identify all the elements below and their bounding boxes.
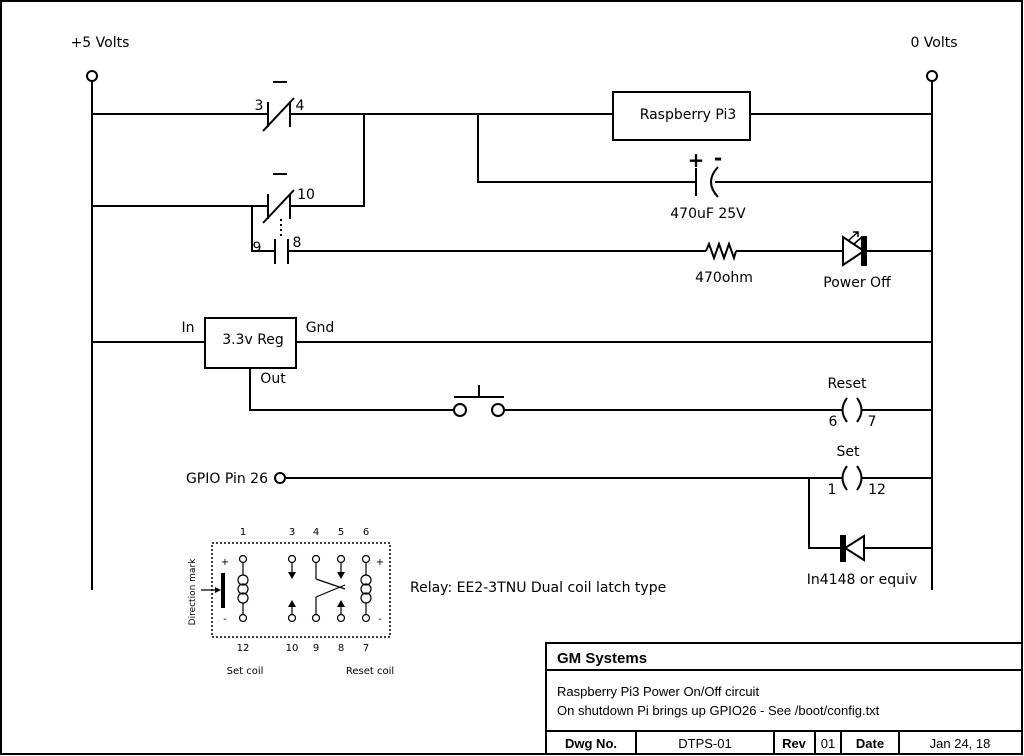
company-name: GM Systems bbox=[557, 650, 647, 667]
relay-pin-9: 9 bbox=[313, 643, 319, 654]
reset-pushbutton bbox=[453, 385, 505, 417]
gpio-label: GPIO Pin 26 bbox=[186, 471, 268, 487]
gpio-terminal: GPIO Pin 26 bbox=[186, 471, 286, 487]
drawing-number-label: Dwg No. bbox=[565, 736, 617, 751]
set-coil-label: Set bbox=[837, 444, 861, 460]
drawing-number-value: DTPS-01 bbox=[678, 736, 731, 751]
description-line-1: Raspberry Pi3 Power On/Off circuit bbox=[557, 684, 759, 699]
resistor-label: 470ohm bbox=[695, 270, 753, 286]
reset-coil-pin-7: 7 bbox=[868, 414, 877, 430]
set-coil-pin-12: 12 bbox=[868, 482, 886, 498]
led: Power Off bbox=[823, 231, 891, 291]
contact-9-10-8: 10 9 8 bbox=[253, 173, 315, 264]
resistor: 470ohm bbox=[695, 241, 753, 286]
regulator-gnd-label: Gnd bbox=[306, 320, 335, 336]
regulator: 3.3v Reg In Gnd Out bbox=[181, 317, 335, 387]
date-label: Date bbox=[856, 736, 884, 751]
relay-minus-left: - bbox=[223, 614, 227, 625]
relay-pin-4: 4 bbox=[313, 527, 319, 538]
revision-label: Rev bbox=[782, 736, 807, 751]
capacitor-minus: - bbox=[714, 146, 722, 170]
description-line-2: On shutdown Pi brings up GPIO26 - See /b… bbox=[557, 703, 880, 718]
regulator-in-label: In bbox=[181, 320, 194, 336]
contact-4-label: 4 bbox=[296, 98, 305, 114]
contact-8-label: 8 bbox=[293, 235, 302, 251]
relay-plus-right: + bbox=[376, 557, 384, 568]
relay-direction-mark: Direction mark bbox=[188, 558, 198, 626]
regulator-out-label: Out bbox=[260, 371, 286, 387]
positive-rail bbox=[86, 70, 98, 590]
led-label: Power Off bbox=[823, 275, 891, 291]
positive-rail-label: +5 Volts bbox=[71, 35, 130, 51]
raspberry-pi-label: Raspberry Pi3 bbox=[640, 107, 737, 123]
capacitor-label: 470uF 25V bbox=[670, 206, 746, 222]
reset-coil-label: Reset bbox=[827, 376, 867, 392]
reset-coil-pin-6: 6 bbox=[829, 414, 838, 430]
set-coil: Set 1 12 bbox=[828, 444, 886, 498]
relay-pin-6: 6 bbox=[363, 527, 369, 538]
revision-value: 01 bbox=[821, 736, 835, 751]
relay-pin-7: 7 bbox=[363, 643, 369, 654]
relay-reset-coil-label: Reset coil bbox=[346, 666, 394, 677]
contact-3-label: 3 bbox=[255, 98, 264, 114]
relay-pin-8: 8 bbox=[338, 643, 344, 654]
relay-pin-5: 5 bbox=[338, 527, 344, 538]
contact-10-label: 10 bbox=[297, 187, 315, 203]
capacitor: + - 470uF 25V bbox=[670, 146, 746, 222]
relay-pinout: 1 3 4 5 6 12 10 9 8 7 bbox=[188, 527, 394, 677]
contact-9-label: 9 bbox=[253, 240, 262, 256]
set-coil-pin-1: 1 bbox=[828, 482, 837, 498]
capacitor-plus: + bbox=[688, 148, 705, 172]
ground-rail-label: 0 Volts bbox=[910, 35, 957, 51]
diode: In4148 or equiv bbox=[807, 534, 917, 588]
diode-label: In4148 or equiv bbox=[807, 572, 917, 588]
ground-rail bbox=[926, 70, 938, 590]
regulator-name: 3.3v Reg bbox=[222, 332, 284, 348]
wires bbox=[92, 113, 932, 549]
relay-set-coil-label: Set coil bbox=[227, 666, 264, 677]
relay-minus-right: - bbox=[378, 614, 382, 625]
relay-pin-10: 10 bbox=[286, 643, 299, 654]
relay-pin-1: 1 bbox=[240, 527, 246, 538]
relay-caption: Relay: EE2-3TNU Dual coil latch type bbox=[410, 580, 666, 596]
reset-coil: Reset 6 7 bbox=[827, 376, 876, 430]
contact-3-4: 3 4 bbox=[255, 81, 305, 132]
relay-plus-left: + bbox=[221, 557, 229, 568]
date-value: Jan 24, 18 bbox=[930, 736, 991, 751]
raspberry-pi-box: Raspberry Pi3 bbox=[612, 91, 751, 141]
relay-pin-3: 3 bbox=[289, 527, 295, 538]
relay-pin-12: 12 bbox=[237, 643, 250, 654]
title-block: GM Systems Raspberry Pi3 Power On/Off ci… bbox=[545, 642, 1023, 755]
